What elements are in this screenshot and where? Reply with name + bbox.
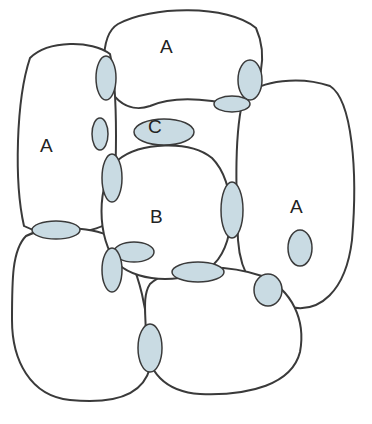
contact-zone [102,248,122,292]
contact-zone [214,96,250,112]
part-label: B [150,207,163,226]
part-label: A [290,197,303,216]
cell-outline [145,268,301,395]
part-label: A [160,37,173,56]
contact-zone [138,324,162,372]
part-label: A [40,136,53,155]
contact-zone [254,274,282,306]
contact-zone [172,262,224,282]
contact-zone [288,230,312,266]
cell-outline [104,10,262,108]
contact-zone [92,118,108,150]
contact-zone [32,221,80,239]
contact-zone [221,182,243,238]
contact-zone [134,119,194,145]
contact-zone [102,154,122,202]
contact-zone [238,60,262,100]
part-label: C [148,117,162,136]
contact-zone [96,56,116,100]
